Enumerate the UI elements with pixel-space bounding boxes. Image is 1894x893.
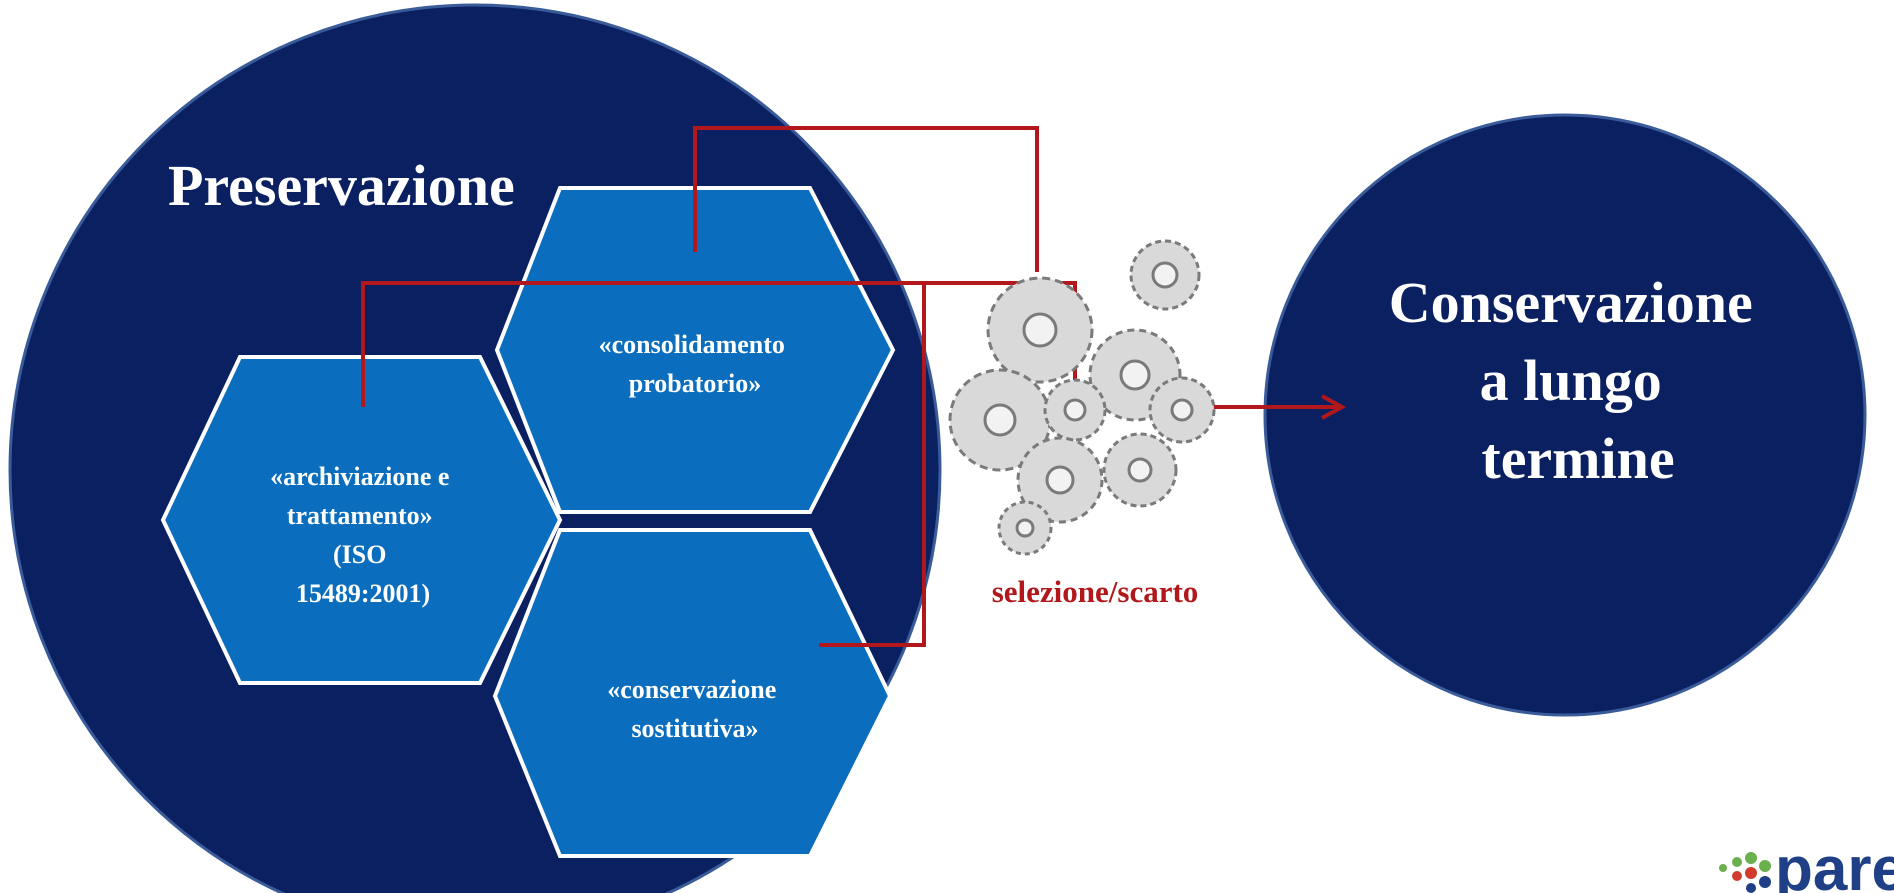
conservazione-circle (1263, 113, 1867, 717)
gear-bottom-hub (1045, 465, 1075, 495)
parer-logo-text: parer (1775, 835, 1894, 893)
hexagon-consolidamento (494, 186, 896, 514)
connector-consolidamento (693, 126, 1039, 272)
gear-center-hub (1063, 398, 1087, 422)
consolidamento-line-1: «consolidamento (599, 330, 785, 359)
archiviazione-line-1: «archiviazione e (270, 462, 449, 491)
gears-icon (948, 239, 1216, 556)
hexagon-conservazione-label: «conservazione sostitutiva» (607, 675, 782, 743)
gear-mid-left-hub (983, 403, 1017, 437)
arrow-head (1321, 394, 1347, 420)
gear-small-top-hub (1151, 261, 1179, 289)
hexagon-conservazione (492, 528, 893, 858)
gear-right-hub (1170, 398, 1194, 422)
preservazione-title: Preservazione (168, 153, 515, 218)
connector-conservazione (819, 283, 926, 647)
gear-bottom-right-hub (1127, 457, 1153, 483)
consolidamento-line-2: probatorio» (629, 369, 761, 398)
hexagon-archiviazione (160, 355, 563, 685)
gear-top-left-hub (1022, 312, 1058, 348)
conservazione-title: Conservazione a lungo termine (1389, 270, 1768, 491)
archiviazione-line-4: 15489:2001) (296, 579, 430, 608)
conservazione-hex-line-1: «conservazione (607, 675, 776, 704)
archiviazione-line-2: trattamento» (287, 501, 433, 530)
conservazione-hex-line-2: sostitutiva» (631, 714, 758, 743)
conservazione-line-1: Conservazione (1389, 270, 1753, 335)
gear-bottom-small-hub (1015, 518, 1035, 538)
archiviazione-line-3: (ISO (333, 540, 386, 569)
parer-logo: parer (1719, 835, 1894, 893)
hexagon-archiviazione-label: «archiviazione e trattamento» (ISO 15489… (270, 462, 456, 608)
hexagon-consolidamento-label: «consolidamento probatorio» (599, 330, 792, 398)
parer-logo-dots (1719, 852, 1771, 893)
conservazione-line-2: a lungo (1480, 348, 1662, 413)
gear-mid-right-hub (1119, 359, 1151, 391)
conservazione-line-3: termine (1481, 426, 1674, 491)
gears-caption: selezione/scarto (992, 574, 1199, 609)
